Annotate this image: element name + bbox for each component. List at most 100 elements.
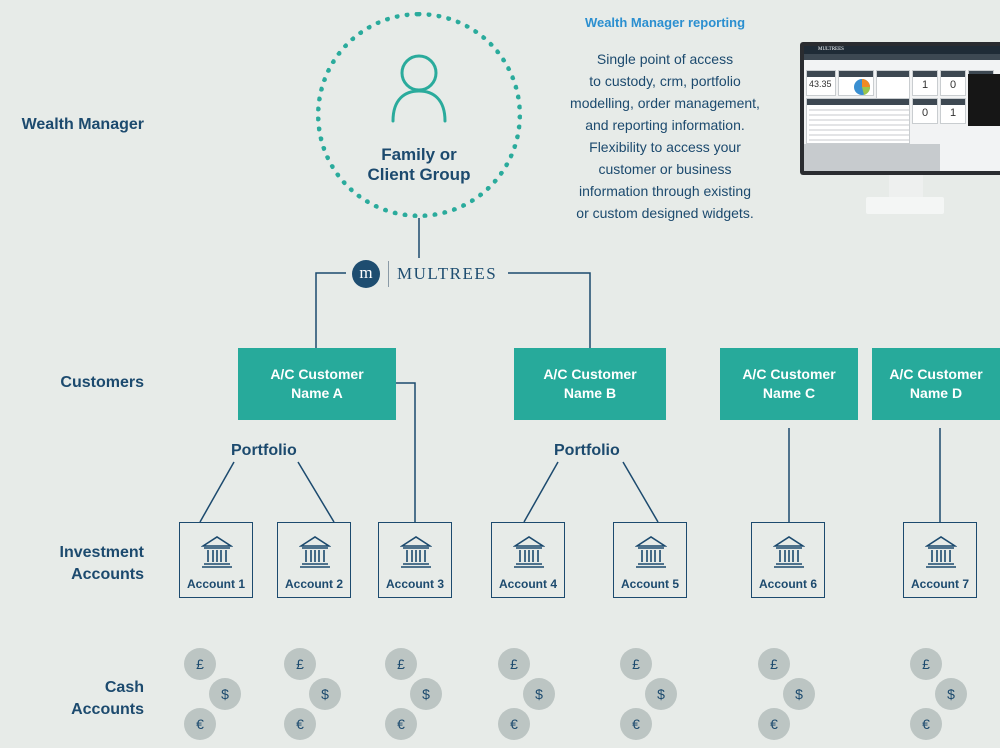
bank-icon: [925, 536, 957, 568]
brand-divider: [388, 261, 389, 287]
client-group-label: Family or Client Group: [321, 145, 517, 185]
dashboard-tile: 0: [912, 98, 938, 124]
bank-icon: [513, 536, 545, 568]
dashboard-monitor: MULTREES 43.35 1: [800, 42, 1000, 214]
customer-line1: A/C Customer: [270, 366, 364, 382]
account-box-2: Account 2: [277, 522, 351, 598]
dollar-coin-icon: $: [783, 678, 815, 710]
dollar-coin-icon: $: [209, 678, 241, 710]
account-label: Account 5: [620, 577, 679, 591]
dashboard-value: 43.35: [809, 79, 832, 89]
pound-coin-icon: £: [758, 648, 790, 680]
reporting-line: Flexibility to access your: [589, 139, 741, 155]
account-box-6: Account 6: [751, 522, 825, 598]
bank-icon: [400, 536, 432, 568]
dashboard-dark-widget: [968, 74, 1000, 126]
customer-line1: A/C Customer: [889, 366, 983, 382]
client-group-line1: Family or: [381, 145, 457, 164]
brand-to-customer-b-line: [508, 272, 591, 348]
person-icon: [391, 54, 447, 123]
multrees-brand: m MULTREES: [346, 258, 504, 290]
pound-coin-icon: £: [498, 648, 530, 680]
row-label-investment-line2: Accounts: [71, 566, 144, 583]
dashboard-tile: 1: [912, 70, 938, 96]
euro-coin-icon: €: [385, 708, 417, 740]
account-label: Account 4: [498, 577, 557, 591]
euro-coin-icon: €: [620, 708, 652, 740]
reporting-line: Single point of access: [596, 51, 734, 67]
pound-coin-icon: £: [910, 648, 942, 680]
dashboard-table-rows: [809, 109, 909, 141]
row-label-cash-accounts: Cash Accounts: [71, 677, 144, 721]
bank-icon: [635, 536, 667, 568]
account-box-7: Account 7: [903, 522, 977, 598]
euro-coin-icon: €: [284, 708, 316, 740]
reporting-description: Single point of access to custody, crm, …: [548, 48, 782, 224]
row-label-customers: Customers: [60, 374, 144, 391]
account-label: Account 1: [186, 577, 245, 591]
dashboard-table-panel: [806, 98, 910, 144]
account-label: Account 7: [910, 577, 969, 591]
portfolio-b-to-account-4-line: [523, 461, 559, 523]
reporting-line: customer or business: [598, 161, 732, 177]
dollar-coin-icon: $: [523, 678, 555, 710]
portfolio-b-to-account-5-line: [622, 461, 659, 523]
bank-icon: [299, 536, 331, 568]
portfolio-label-a: Portfolio: [231, 442, 297, 459]
reporting-line: or custom designed widgets.: [576, 205, 754, 221]
brand-name: MULTREES: [397, 264, 498, 283]
euro-coin-icon: €: [758, 708, 790, 740]
euro-coin-icon: €: [498, 708, 530, 740]
customer-line2: Name B: [563, 385, 617, 401]
account-box-1: Account 1: [179, 522, 253, 598]
dashboard-footer-panel: [804, 144, 940, 171]
pound-coin-icon: £: [620, 648, 652, 680]
account-label: Account 6: [758, 577, 817, 591]
account-label: Account 2: [284, 577, 343, 591]
customer-line2: Name D: [909, 385, 963, 401]
pie-chart-icon: [854, 79, 871, 95]
reporting-line: information through existing: [579, 183, 751, 199]
row-label-wealth-manager: Wealth Manager: [21, 116, 144, 133]
row-label-investment-accounts: Investment Accounts: [60, 542, 144, 586]
reporting-line: and reporting information.: [585, 117, 745, 133]
multrees-logo-icon: m: [352, 260, 380, 288]
reporting-title: Wealth Manager reporting: [584, 15, 746, 30]
pound-coin-icon: £: [385, 648, 417, 680]
dashboard-tile-value: 1: [950, 107, 957, 119]
dashboard-nav: [804, 54, 1000, 60]
portfolio-a-to-account-1-line: [199, 461, 235, 523]
dashboard-tile-value: 0: [922, 107, 929, 119]
portfolio-label-b: Portfolio: [554, 442, 620, 459]
dashboard-screen: MULTREES 43.35 1: [804, 46, 1000, 171]
client-group-node: Family or Client Group: [316, 12, 522, 218]
row-label-cash-line1: Cash: [104, 679, 144, 696]
pound-coin-icon: £: [184, 648, 216, 680]
client-group-line2: Client Group: [367, 165, 471, 184]
account-box-5: Account 5: [613, 522, 687, 598]
bank-icon: [201, 536, 233, 568]
dashboard-tile: 0: [940, 70, 966, 96]
bank-icon: [773, 536, 805, 568]
account-box-3: Account 3: [378, 522, 452, 598]
monitor-stand-neck: [889, 175, 923, 199]
row-label-cash-line2: Accounts: [71, 701, 144, 718]
dashboard-value-panel: 43.35: [806, 70, 836, 96]
dashboard-tile-value: 1: [922, 79, 929, 91]
portfolio-a-to-account-2-line: [297, 461, 335, 523]
customer-line1: A/C Customer: [543, 366, 637, 382]
dashboard-tile-value: 0: [950, 79, 957, 91]
dashboard-pie-panel: [838, 70, 874, 96]
customer-line2: Name C: [762, 385, 816, 401]
dollar-coin-icon: $: [410, 678, 442, 710]
dollar-coin-icon: $: [309, 678, 341, 710]
dashboard-topbar: MULTREES: [804, 46, 1000, 54]
brand-to-customer-a-line: [315, 272, 346, 348]
account-box-4: Account 4: [491, 522, 565, 598]
customer-line2: Name A: [291, 385, 343, 401]
